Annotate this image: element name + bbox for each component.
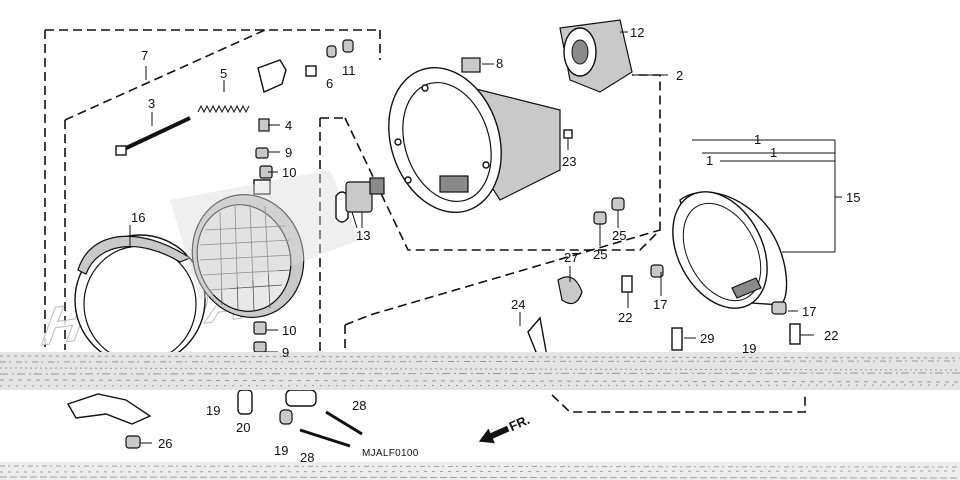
callout-7: 7 (141, 48, 148, 63)
nut-11 (326, 39, 354, 58)
callout-29: 29 (700, 331, 714, 346)
callout-1b: 1 (770, 145, 777, 160)
callout-numbers: 1 1 1 2 3 4 5 6 7 8 9 9 10 10 11 12 13 1… (131, 25, 860, 465)
callout-6: 6 (326, 76, 333, 91)
callout-19c: 19 (742, 341, 756, 356)
callout-12: 12 (630, 25, 644, 40)
callout-1a: 1 (754, 132, 761, 147)
callout-4: 4 (285, 118, 292, 133)
callout-10a: 10 (282, 165, 296, 180)
callout-25a: 25 (593, 247, 607, 262)
spacer (285, 389, 317, 407)
front-arrow-label: FR. (507, 412, 532, 434)
callout-27: 27 (564, 250, 578, 265)
screw-6 (305, 65, 317, 77)
callout-5: 5 (220, 66, 227, 81)
callout-3: 3 (148, 96, 155, 111)
light-beam (170, 170, 360, 300)
callout-19b: 19 (274, 443, 288, 458)
callout-20: 20 (236, 420, 250, 435)
leader-lines (129, 31, 842, 444)
bolt-28b (325, 410, 363, 436)
callout-22a: 22 (618, 310, 632, 325)
callout-22b: 22 (824, 328, 838, 343)
collar-20 (237, 389, 253, 415)
callout-17b: 17 (802, 304, 816, 319)
callout-13: 13 (356, 228, 370, 243)
callout-28a: 28 (352, 398, 366, 413)
grommet-17a (650, 264, 664, 278)
callout-10b: 10 (282, 323, 296, 338)
callout-8: 8 (496, 56, 503, 71)
screw-3 (115, 116, 191, 156)
headlight-case (388, 66, 561, 214)
washer-19 (279, 409, 293, 425)
callout-17a: 17 (653, 297, 667, 312)
callout-23: 23 (562, 154, 576, 169)
mount-bracket (66, 393, 152, 425)
callout-1c: 1 (706, 153, 713, 168)
nut-26 (125, 435, 141, 449)
callout-25b: 25 (612, 228, 626, 243)
nut-10b (253, 321, 267, 335)
screw-4 (258, 118, 270, 132)
callout-16: 16 (131, 210, 145, 225)
headlight-shell (672, 191, 788, 309)
bolt-28a (299, 428, 351, 448)
callout-19a: 19 (206, 403, 220, 418)
callout-24: 24 (511, 297, 525, 312)
bolt-22b (789, 323, 801, 345)
callout-26: 26 (158, 436, 172, 451)
bottom-noise-band (0, 352, 960, 480)
rear-cover (559, 19, 633, 93)
headlight-lens (191, 179, 305, 318)
bracket-7 (257, 59, 287, 93)
screw-23 (563, 129, 573, 139)
bulb (335, 177, 385, 229)
callout-28b: 28 (300, 450, 314, 465)
diagram-code: MJALF0100 (362, 448, 419, 459)
nut-9a (255, 147, 269, 159)
nut-25 (593, 197, 625, 225)
spring-5 (197, 104, 250, 114)
front-arrow: FR. (478, 412, 532, 444)
bolt-29 (671, 327, 683, 351)
callout-9a: 9 (285, 145, 292, 160)
nut-9b (253, 341, 267, 353)
callout-9b: 9 (282, 345, 289, 360)
grommet-17b (771, 301, 787, 315)
callout-2: 2 (676, 68, 683, 83)
clip-8 (461, 57, 481, 73)
bolt-22a (621, 275, 633, 293)
bracket-27 (557, 276, 583, 305)
callout-15: 15 (846, 190, 860, 205)
callout-11: 11 (342, 63, 356, 78)
headlight-rim (74, 234, 206, 366)
